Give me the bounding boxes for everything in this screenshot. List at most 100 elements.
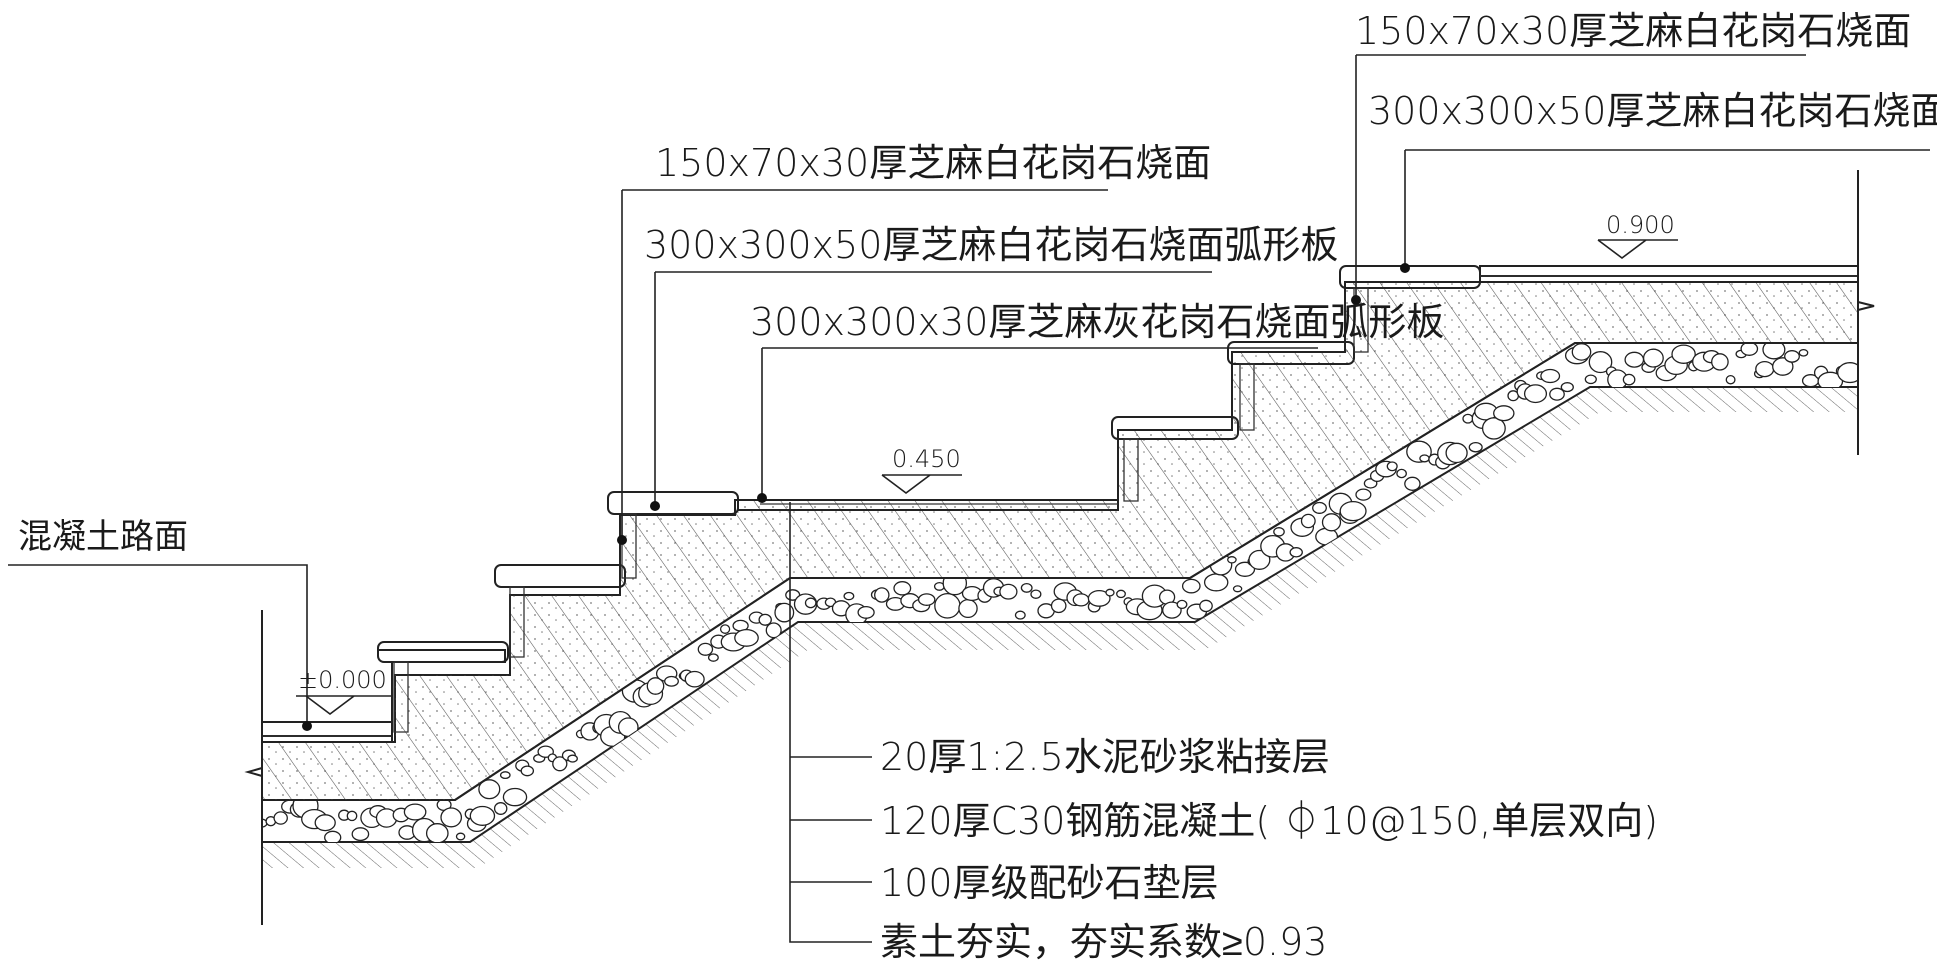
gravel-stone [314,814,336,832]
gravel-stone [958,598,978,619]
gravel-stone [1772,357,1794,376]
gravel-stone [493,802,508,815]
gravel-stone [1072,593,1090,607]
gravel-stone [1481,417,1506,440]
gravel-stone [273,811,288,825]
gravel-stone [774,602,795,623]
gravel-stone [1289,547,1303,558]
compacted-soil-layer [262,387,1858,868]
label-mid-slab: 300x300x50厚芝麻白花岗石烧面弧形板 [644,223,1338,267]
gravel-stone [1199,599,1213,613]
gravel-stone [1030,589,1042,599]
gravel-stone [857,605,875,619]
gravel-stone [1116,589,1126,599]
gravel-stone [804,597,817,609]
gravel-stone [664,675,679,687]
gravel-stone [1014,610,1026,620]
gravel-stone [425,823,449,842]
gravel-stone [469,805,496,826]
section-boundaries [244,170,1875,925]
stone-finish-steps [261,265,1859,742]
gravel-stone [1312,501,1327,514]
elevation-top-text: 0.900 [1606,211,1675,239]
gravel-stone [478,779,501,800]
gravel-stone [1087,589,1111,607]
gravel-stone [1020,582,1033,593]
gravel-stone [1837,362,1858,384]
gravel-stone [1234,561,1256,577]
gravel-stone [1540,368,1561,384]
elevation-marker-top: 0.900 [1597,211,1678,259]
gravel-stone [1181,578,1201,594]
gravel-stone [1560,382,1574,393]
leader-lines [8,54,1930,943]
gravel-stone [1300,513,1316,529]
gravel-stone [1642,348,1664,368]
gravel-stone [1711,353,1729,371]
gravel-stone [1584,374,1597,385]
gravel-stone [1762,343,1786,360]
label-mid-grey-slab: 300x300x30厚芝麻灰花岗石烧面弧形板 [750,300,1444,344]
label-top-right-slab: 300x300x50厚芝麻白花岗石烧面弧形板 [1368,89,1937,133]
elevation-marker-landing: 0.450 [881,445,962,494]
label-concrete-road: 混凝土路面 [18,517,188,557]
gravel-stone [1162,601,1182,619]
gravel-stone [499,771,511,780]
gravel-stone [917,593,936,606]
gravel-stone [707,653,719,662]
gravel-stone [1755,360,1775,378]
elevation-marker-ground: ±0.000 [296,666,392,715]
label-layer-gravel: 100厚级配砂石垫层 [880,861,1219,905]
gravel-stone [502,787,528,807]
gravel-stone [552,756,568,772]
label-mid-finish: 150x70x30厚芝麻白花岗石烧面 [655,141,1211,185]
gravel-stone [346,810,358,822]
gravel-stone [1339,500,1367,522]
label-layer-soil: 素土夯实，夯实系数≥0.93 [880,920,1327,964]
gravel-stone [1784,350,1800,363]
gravel-stone [1523,384,1548,404]
gravel-stone [1549,387,1565,401]
gravel-stone [646,677,665,695]
gravel-stone [1404,476,1421,491]
gravel-stone [1468,441,1483,453]
gravel-stone [1462,413,1474,424]
gravel-stone [697,642,714,656]
gravel-stone [1105,588,1115,597]
gravel-stone [1355,488,1372,501]
gravel-stone [1227,556,1237,564]
gravel-stone [1445,442,1468,464]
gravel-cushion-layer [261,342,1859,843]
gravel-stone [1624,351,1645,368]
gravel-stone [403,803,427,821]
gravel-stone [1386,461,1398,472]
gravel-stone [520,765,535,777]
label-layer-mortar: 20厚1:2.5水泥砂浆粘接层 [880,735,1330,779]
gravel-stone [684,670,705,688]
gravel-stone [1740,343,1759,356]
gravel-stone [765,622,782,639]
gravel-stone [874,587,890,603]
label-top-right-finish: 150x70x30厚芝麻白花岗石烧面 [1355,9,1911,53]
gravel-stone [455,832,466,841]
callout-labels: 150x70x30厚芝麻白花岗石烧面 300x300x50厚芝麻白花岗石烧面弧形… [18,9,1937,964]
gravel-stone [1622,373,1636,386]
elevation-landing-text: 0.450 [892,445,961,473]
gravel-stone [1571,343,1592,361]
gravel-stone [351,827,370,842]
gravel-stone [1203,573,1229,592]
gravel-stone [843,591,855,601]
gravel-stone [1321,513,1342,532]
gravel-stone [999,583,1018,600]
gravel-stone [440,807,463,828]
gravel-stone [567,754,578,763]
gravel-stone [1798,348,1809,357]
gravel-stone [1176,599,1188,610]
gravel-stone [934,592,961,619]
gravel-stone [1232,585,1243,593]
gravel-stone [1493,405,1515,422]
elevation-ground-text: ±0.000 [298,666,387,694]
gravel-stone [1273,527,1285,537]
gravel-stone [1588,351,1613,374]
